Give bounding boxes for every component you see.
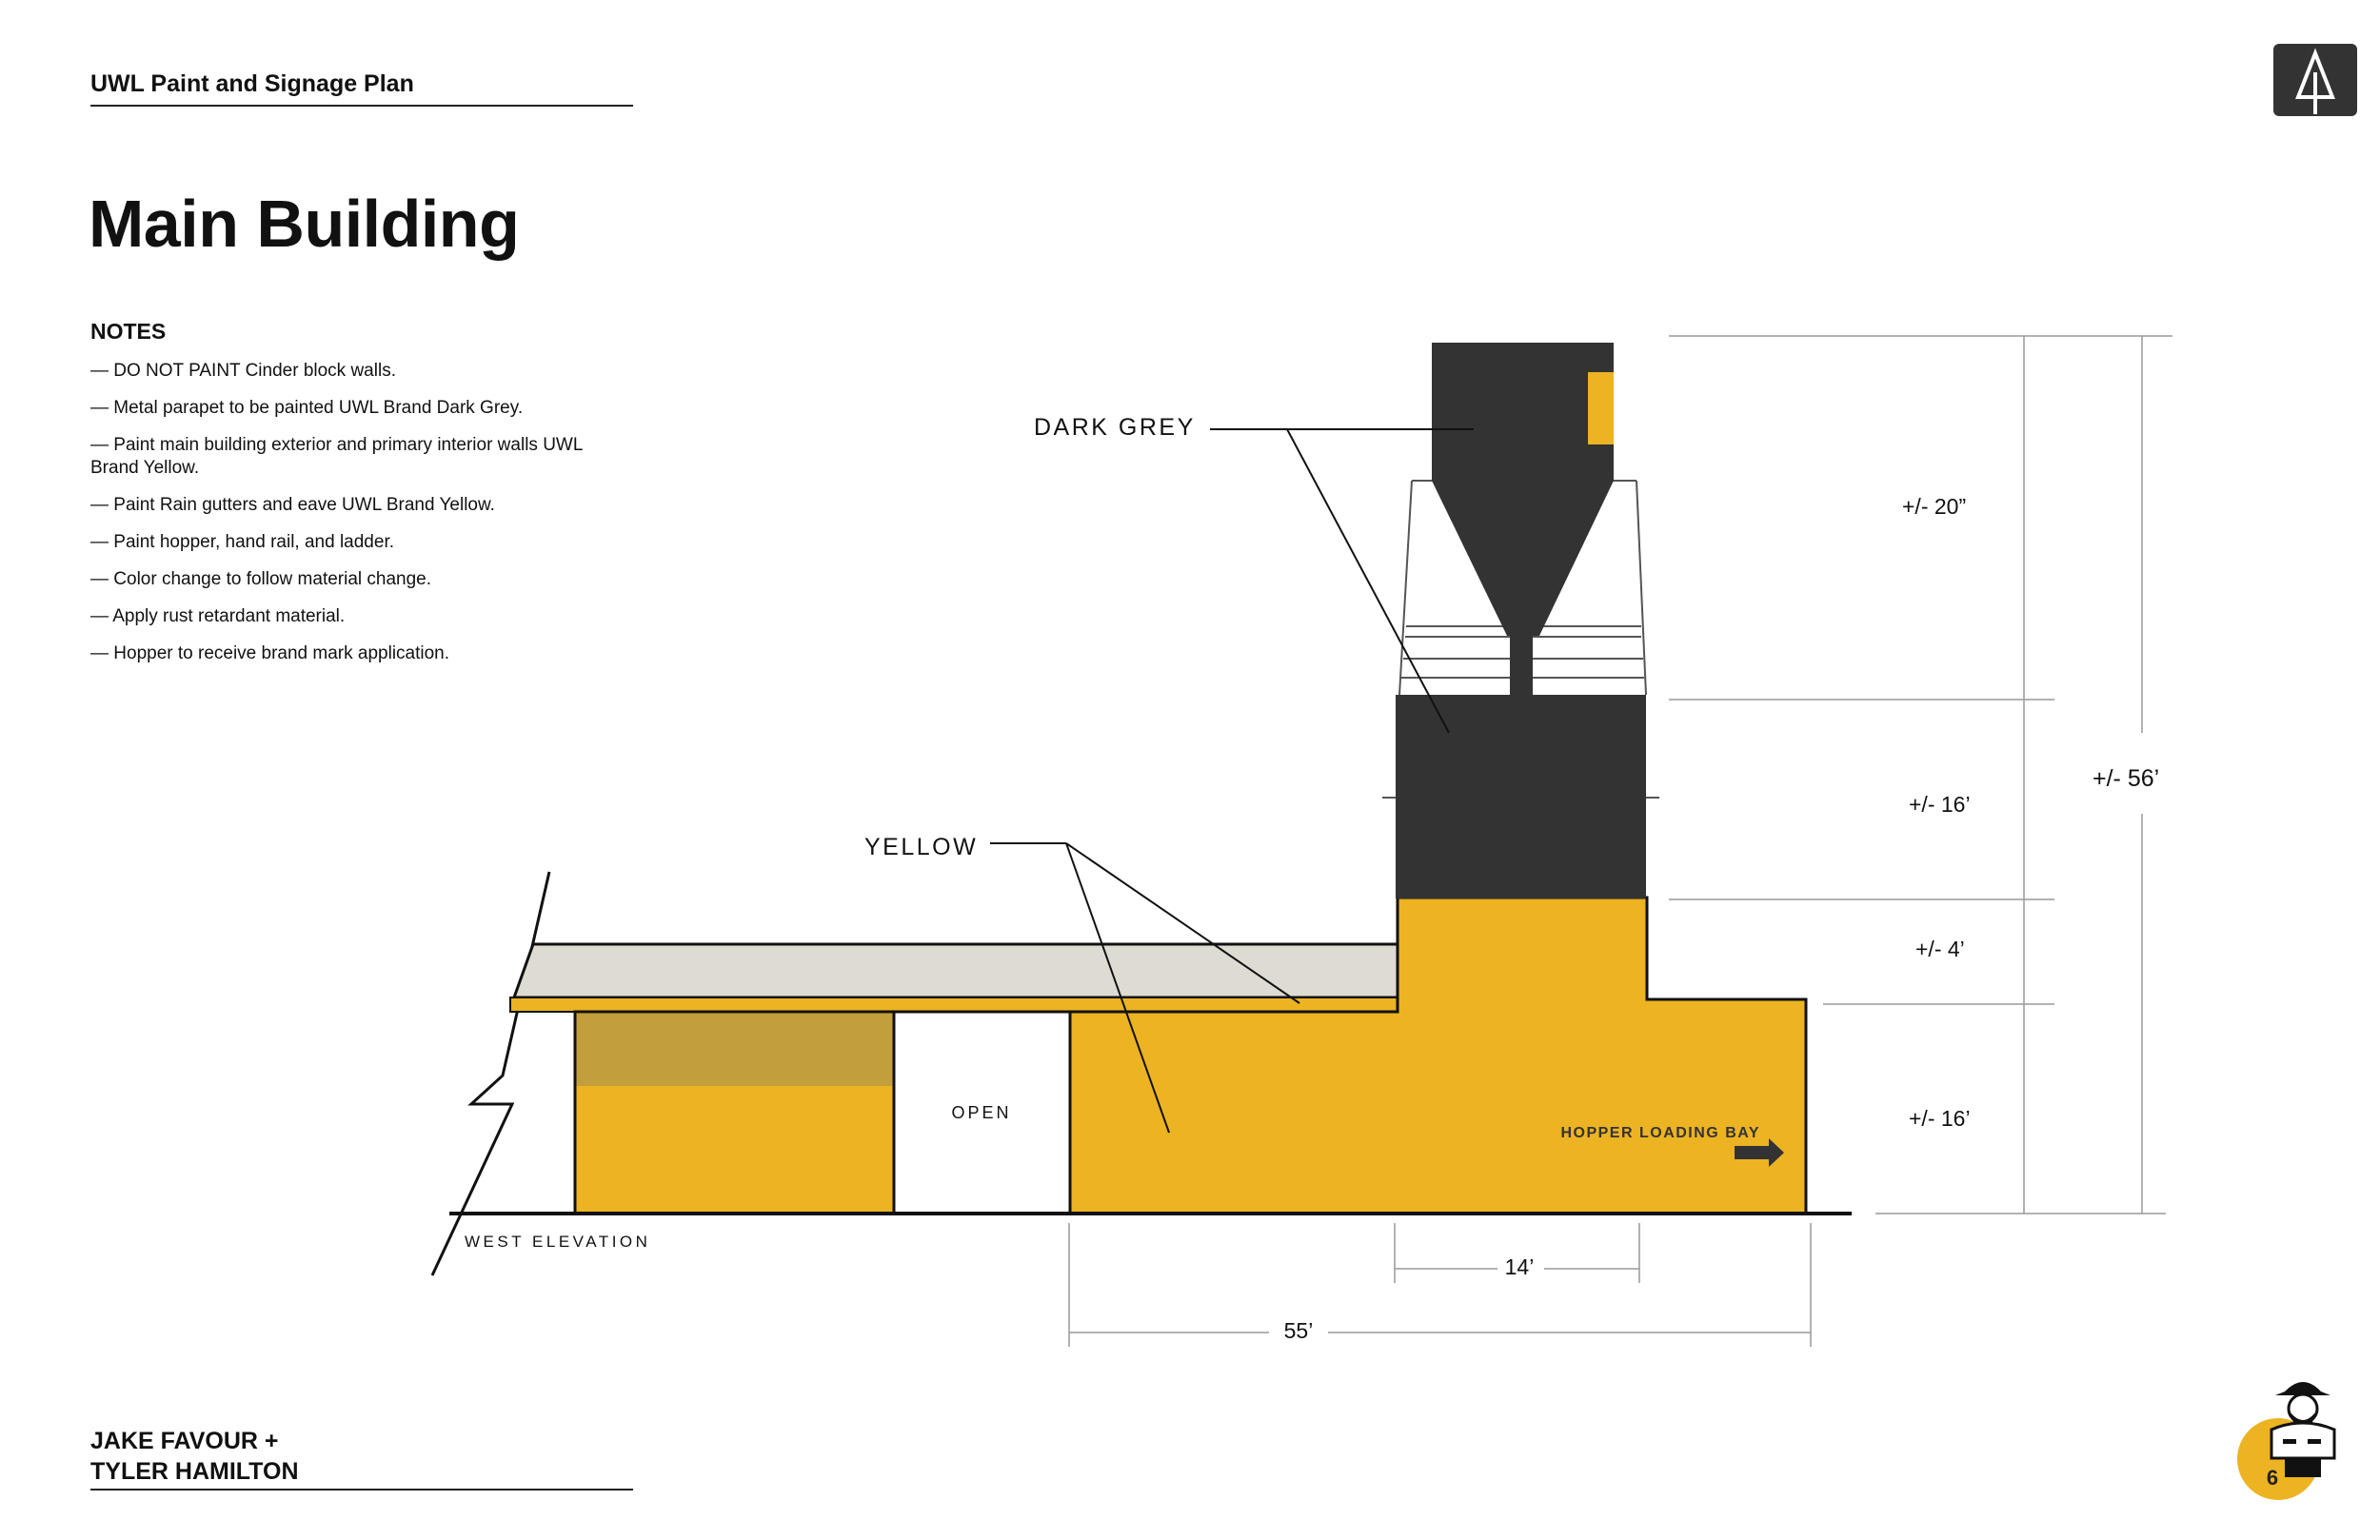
mascot-icon: [2270, 1382, 2336, 1477]
brand-mark-panel: [1588, 372, 1614, 444]
hopper-chute: [1510, 636, 1533, 695]
dimension-tower: +/- 16’: [1909, 792, 1971, 817]
note-item: — Paint Rain gutters and eave UWL Brand …: [90, 495, 495, 515]
note-item: — Hopper to receive brand mark applicati…: [90, 643, 450, 663]
open-label: OPEN: [951, 1103, 1011, 1122]
dimension-base: +/- 16’: [1909, 1106, 1971, 1131]
dimension-hopper: +/- 20”: [1902, 494, 1966, 519]
note-item: — Paint hopper, hand rail, and ladder.: [90, 532, 395, 552]
vertical-dimensions: [1669, 335, 2172, 1214]
notes-heading: NOTES: [90, 319, 167, 344]
page-number: 6: [2266, 1466, 2279, 1490]
parapet: [511, 942, 1399, 999]
author-names: JAKE FAVOUR + TYLER HAMILTON: [90, 1426, 299, 1487]
note-item: — Apply rust retardant material.: [90, 606, 346, 626]
dimension-step: +/- 4’: [1915, 937, 1965, 961]
note-item: — DO NOT PAINT Cinder block walls.: [90, 361, 396, 381]
note-item: — Paint main building exterior and prima…: [90, 435, 583, 478]
horizontal-dimensions: [1068, 1223, 1812, 1347]
author-line-1: JAKE FAVOUR +: [90, 1428, 279, 1454]
hopper-loading-bay-label: HOPPER LOADING BAY: [1560, 1125, 1760, 1141]
dark-grey-leader: [1210, 428, 1474, 734]
eave-gutter: [509, 997, 1398, 1013]
yellow-callout: YELLOW: [864, 834, 978, 860]
dimension-total: +/- 56’: [2092, 765, 2159, 792]
notes-list: — DO NOT PAINT Cinder block walls. — Met…: [90, 360, 624, 680]
hopper-body: [1432, 343, 1614, 481]
document-title: UWL Paint and Signage Plan: [90, 70, 414, 97]
arrow-right-icon: [1735, 1138, 1784, 1167]
author-line-2: TYLER HAMILTON: [90, 1458, 299, 1485]
page-title: Main Building: [89, 187, 520, 261]
yellow-leader: [990, 842, 1300, 1134]
hopper-cone: [1432, 481, 1614, 636]
dimension-building-width: 55’: [1284, 1318, 1314, 1343]
tower-dark-grey: [1396, 695, 1646, 898]
footer-divider: [90, 1489, 633, 1491]
tree-logo-icon: [2273, 44, 2357, 116]
note-item: — Metal parapet to be painted UWL Brand …: [90, 398, 524, 418]
west-elevation-label: WEST ELEVATION: [465, 1233, 650, 1251]
dimension-tower-width: 14’: [1505, 1254, 1535, 1279]
header-divider: [90, 105, 633, 107]
dark-grey-callout: DARK GREY: [1034, 414, 1196, 441]
note-item: — Color change to follow material change…: [90, 569, 432, 589]
shaded-wall-panel: [576, 1014, 894, 1086]
